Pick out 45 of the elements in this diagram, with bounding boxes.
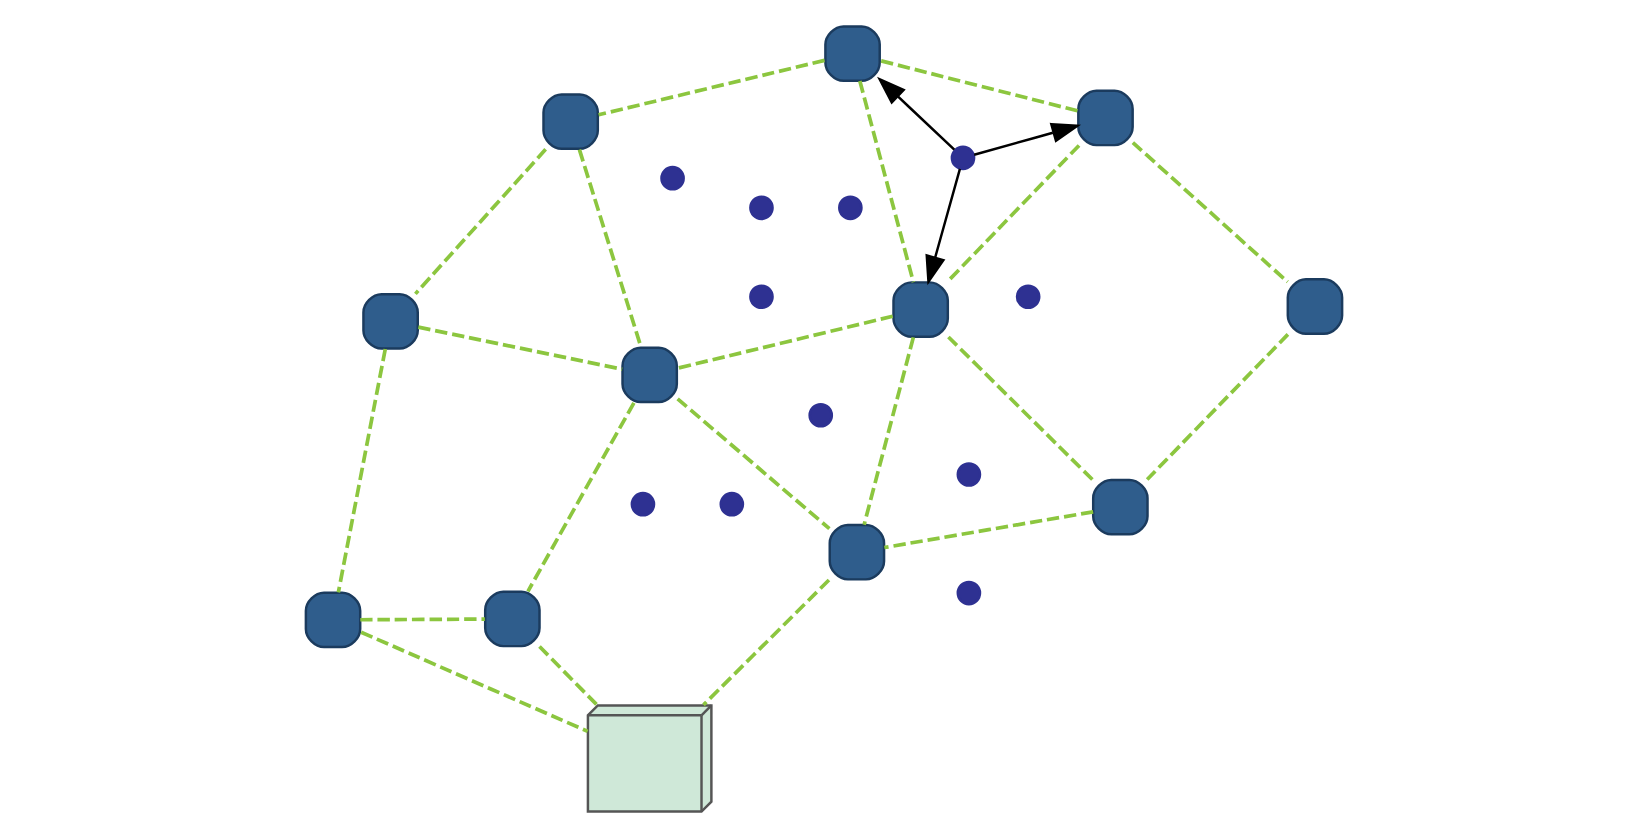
node-box — [1286, 278, 1344, 335]
node-box — [828, 523, 886, 581]
node-box — [1077, 89, 1134, 147]
connector — [676, 314, 894, 371]
connector — [858, 80, 916, 283]
connector — [676, 397, 831, 531]
connector — [862, 336, 916, 526]
node-circle — [749, 284, 774, 310]
connector — [577, 149, 643, 349]
node-box — [892, 281, 950, 338]
node-box — [824, 25, 881, 82]
node-circle — [956, 462, 982, 487]
node-box — [542, 93, 600, 150]
connector — [598, 58, 825, 117]
node-box — [1091, 478, 1149, 536]
connector — [417, 325, 623, 372]
node-box — [362, 293, 419, 350]
arrow — [973, 122, 1082, 156]
node-circle — [838, 195, 863, 221]
connector — [360, 630, 589, 734]
node-box — [621, 346, 679, 404]
node-box — [304, 591, 362, 649]
node-circle — [660, 165, 685, 191]
node-circle — [1015, 284, 1041, 310]
arrow — [877, 76, 956, 151]
connector — [414, 148, 547, 296]
node-box — [483, 590, 541, 648]
connector — [526, 402, 636, 593]
connector — [702, 578, 831, 707]
connector — [879, 58, 1078, 113]
connector — [947, 335, 1095, 482]
arrow — [925, 168, 962, 286]
connector — [945, 144, 1081, 284]
node-circle — [630, 491, 656, 517]
connector — [538, 645, 598, 706]
node-circle — [956, 580, 982, 606]
node-circle — [808, 402, 834, 428]
node-circle — [719, 491, 745, 517]
connector — [1145, 333, 1290, 481]
node-circle — [950, 145, 976, 171]
connector — [336, 348, 388, 593]
connector — [1131, 141, 1289, 284]
node-circle — [749, 195, 774, 221]
connector — [360, 617, 485, 622]
connector — [884, 510, 1094, 550]
